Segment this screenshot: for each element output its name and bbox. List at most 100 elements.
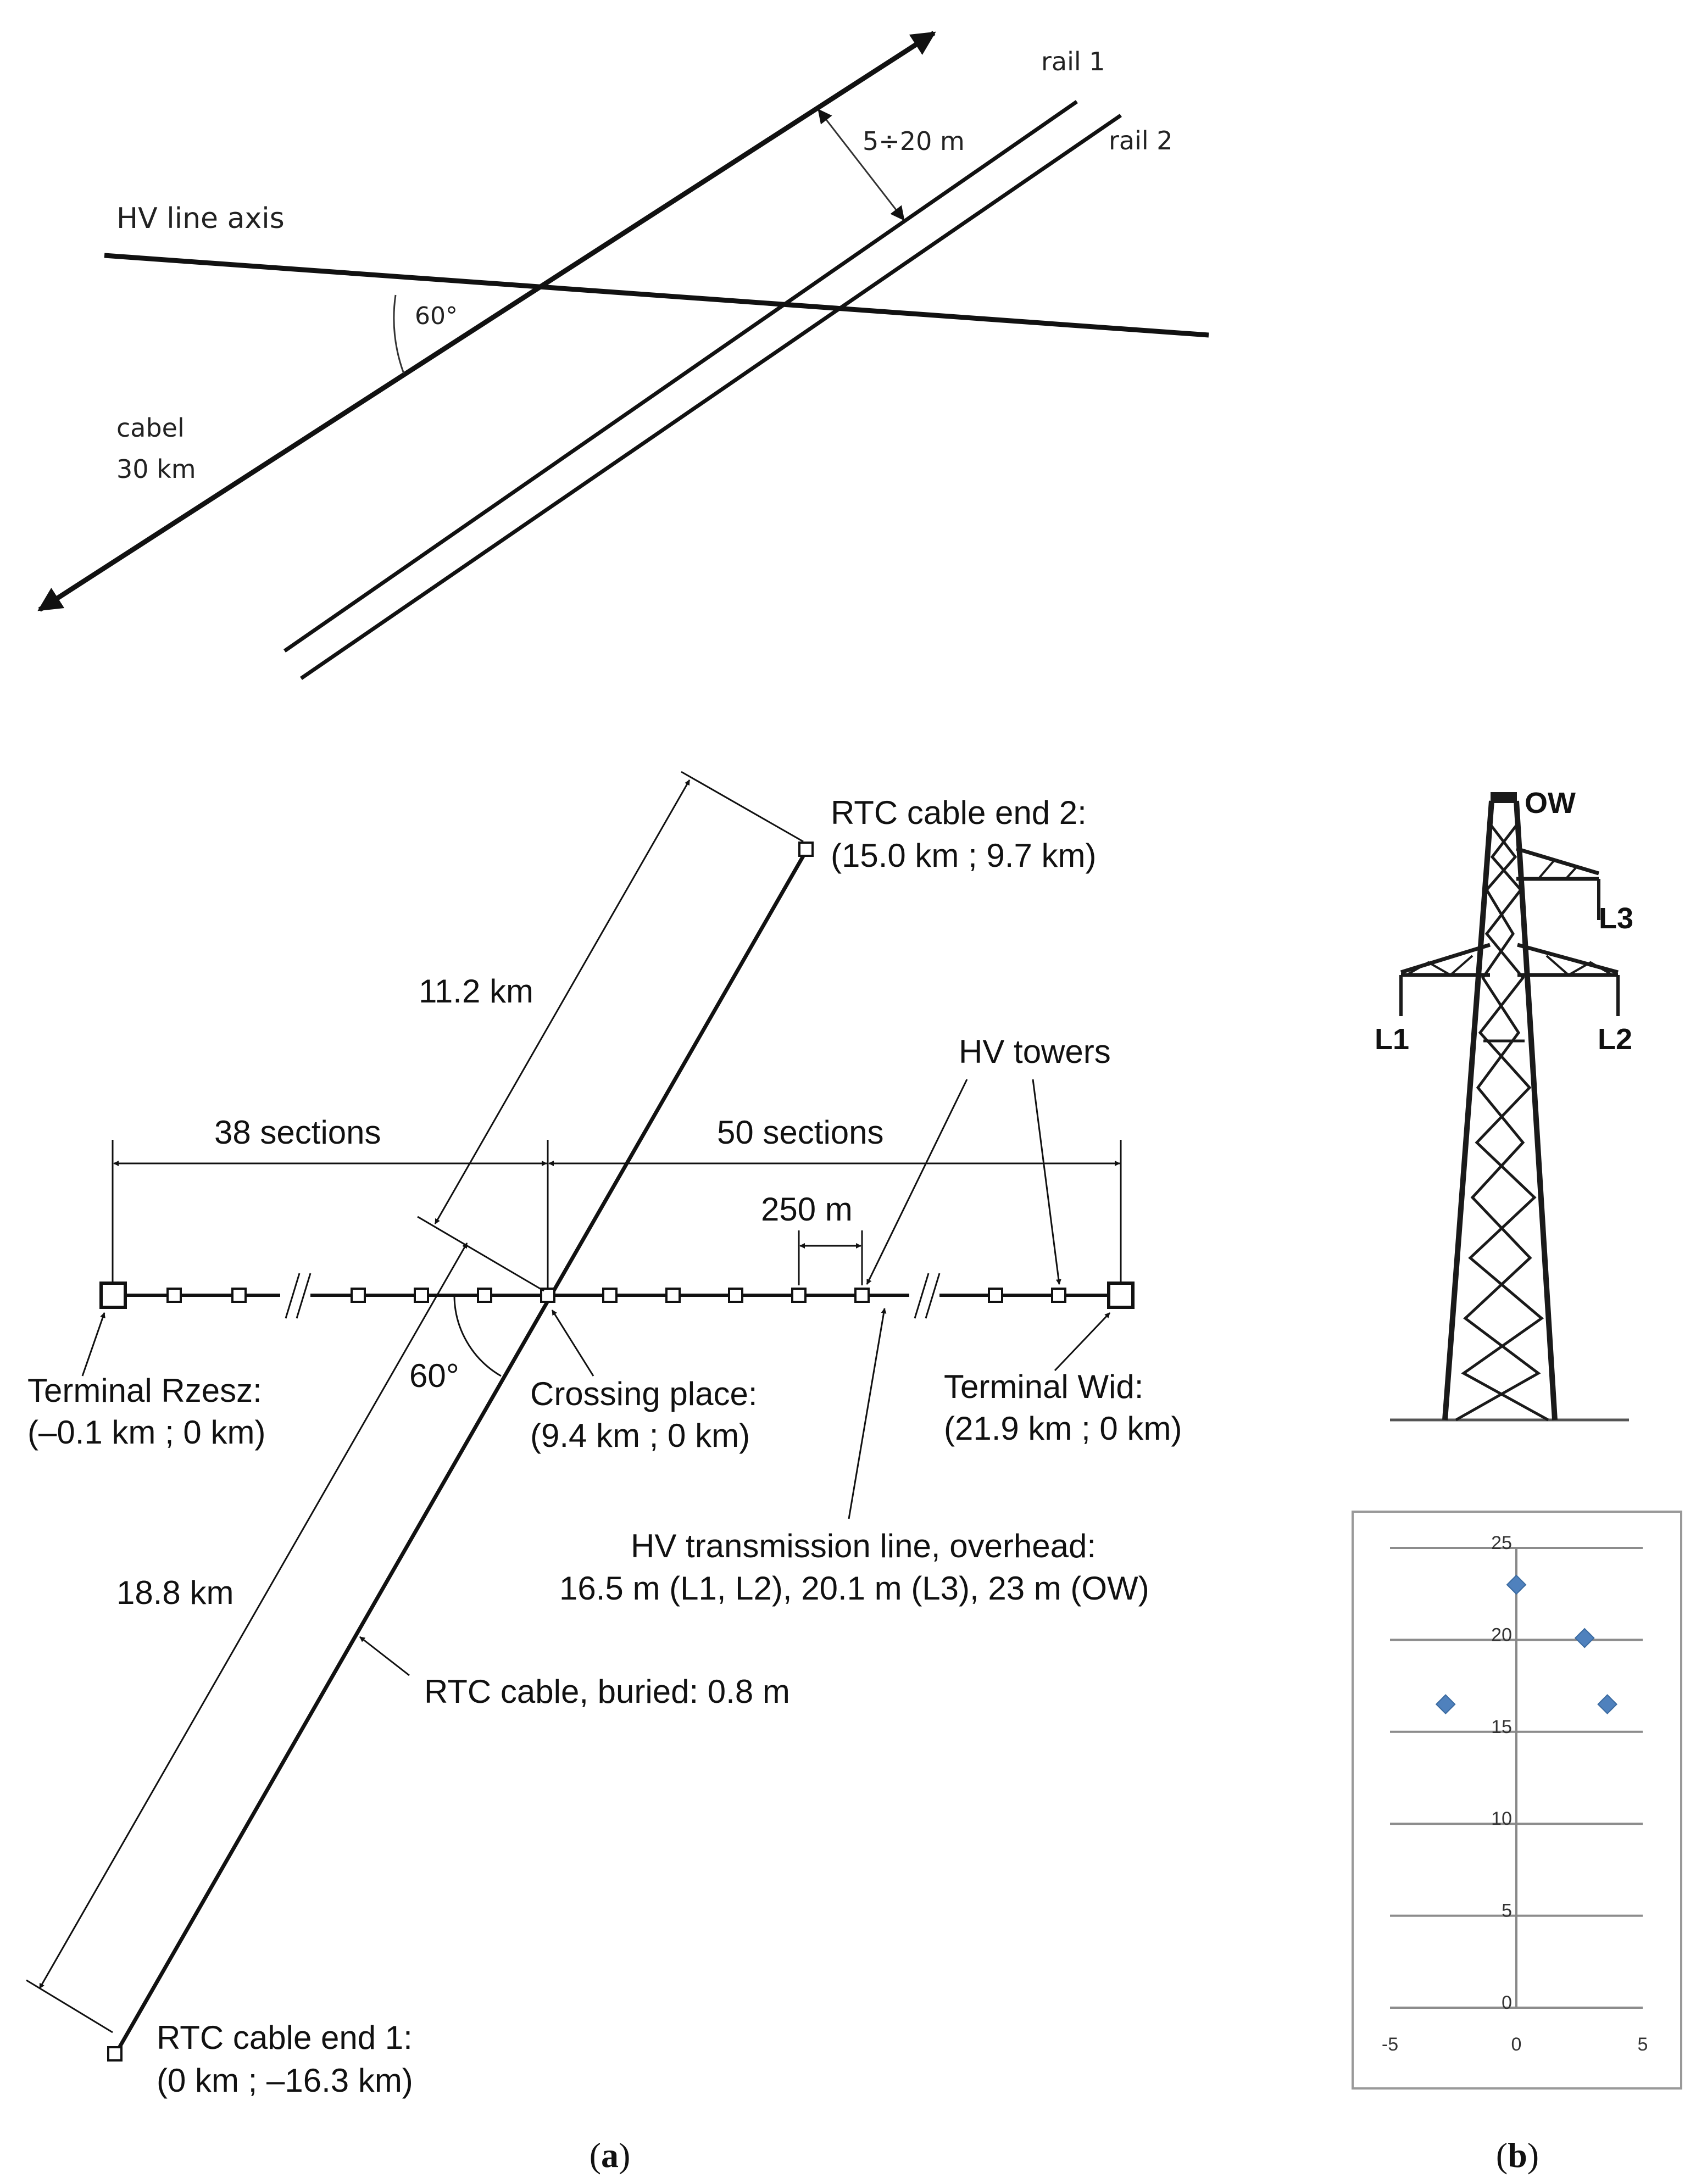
panel-a: RTC cable end 2: (15.0 km ; 9.7 km) 11.2… — [26, 771, 1182, 2175]
hv-line-axis-label: HV line axis — [116, 202, 285, 235]
rtc-cable-end-1-coords: (0 km ; –16.3 km) — [157, 2062, 413, 2099]
hv-tower-marker — [351, 1288, 366, 1303]
extension-line — [681, 771, 804, 843]
chart-y-tick-label: 25 — [1491, 1533, 1512, 1553]
chart-y-tick-label: 5 — [1502, 1901, 1512, 1921]
rtc-cable-end-1-marker — [107, 2046, 123, 2062]
chart-y-tick-label: 20 — [1491, 1624, 1512, 1645]
tower-lattice-left — [1455, 823, 1541, 1422]
hv-towers-leader — [866, 1079, 968, 1285]
tower-arm-lower-left — [1400, 943, 1491, 974]
chart-point — [1506, 1574, 1527, 1595]
distance-label: 5÷20 m — [863, 126, 965, 156]
hv-tower-marker — [791, 1288, 807, 1303]
hv-line-leader — [848, 1308, 887, 1519]
tower-top — [1491, 792, 1517, 803]
terminal-wid-leader — [1054, 1312, 1111, 1372]
l1-label: L1 — [1375, 1023, 1409, 1056]
l3-label: L3 — [1599, 902, 1633, 935]
panel-a-caption: (a) — [590, 2136, 631, 2175]
tower-leg — [1442, 800, 1494, 1420]
hv-tower-marker — [602, 1288, 618, 1303]
tower-arm-upper-brace — [1537, 859, 1556, 880]
extension-line — [417, 1216, 544, 1292]
tower-arm-brace — [1406, 955, 1474, 977]
distance-arrow — [818, 108, 905, 221]
hv-towers-label: HV towers — [959, 1033, 1111, 1070]
dimension-18-8-km-label: 18.8 km — [116, 1574, 233, 1611]
rail-2 — [300, 114, 1122, 680]
chart-point — [1574, 1628, 1595, 1648]
angle-arc-60 — [453, 1295, 502, 1377]
crossing-place-coords: (9.4 km ; 0 km) — [530, 1417, 750, 1454]
panel-b-caption: (b) — [1496, 2136, 1539, 2175]
hv-tower-marker — [988, 1288, 1003, 1303]
cable-line — [37, 31, 936, 612]
terminal-rzesz-marker — [99, 1282, 127, 1309]
angle-label: 60° — [415, 302, 458, 330]
chart-y-tick-label: 0 — [1502, 1992, 1512, 2013]
rtc-cable-end-1-title: RTC cable end 1: — [157, 2019, 413, 2056]
chart-y-ticks: 0 5 10 15 20 25 — [1491, 1533, 1512, 2013]
panel-b-chart: 0 5 10 15 20 25 -5 0 5 — [1352, 1511, 1682, 2090]
hv-tower-marker — [854, 1288, 870, 1303]
dimension-11-2-km-label: 11.2 km — [419, 973, 533, 1010]
span-250-m-label: 250 m — [761, 1191, 853, 1228]
hv-tower-marker — [231, 1288, 247, 1303]
chart-y-tick-label: 10 — [1491, 1808, 1512, 1829]
rtc-cable-end-2-title: RTC cable end 2: — [831, 794, 1087, 831]
tower-leg — [1514, 800, 1558, 1420]
tower-lattice — [1455, 823, 1549, 1422]
panel-b-tower-labels: OW L3 L1 L2 — [1375, 787, 1633, 1056]
sections-50-label: 50 sections — [717, 1114, 884, 1151]
l2-label: L2 — [1598, 1023, 1632, 1056]
hv-tower-marker — [1051, 1288, 1066, 1303]
chart-x-tick-label: 5 — [1638, 2034, 1648, 2055]
tower-arm-upper-brace — [1565, 866, 1578, 880]
chart-point — [1435, 1694, 1456, 1714]
hv-tower-marker — [477, 1288, 492, 1303]
top-sketch: HV line axis rail 1 rail 2 5÷20 m 60° ca… — [37, 31, 1209, 680]
crossing-place-leader — [551, 1310, 594, 1377]
tower-arm-lower-right — [1517, 943, 1619, 974]
rtc-cable-buried-label: RTC cable, buried: 0.8 m — [424, 1673, 790, 1710]
chart-points — [1435, 1574, 1618, 1714]
dimension-11-2-km — [434, 779, 691, 1224]
chart-point — [1597, 1694, 1618, 1714]
panel-b-tower — [1390, 792, 1629, 1422]
break-mark — [914, 1273, 930, 1319]
tower-arm-brace — [1545, 955, 1613, 977]
terminal-rzesz-leader — [81, 1312, 105, 1377]
rtc-cable-leader — [359, 1636, 410, 1676]
hv-line-heights: 16.5 m (L1, L2), 20.1 m (L3), 23 m (OW) — [559, 1570, 1149, 1607]
chart-x-tick-label: 0 — [1511, 2034, 1522, 2055]
rail-1 — [283, 100, 1078, 653]
hv-towers-leader — [1032, 1079, 1061, 1285]
hv-tower-marker — [414, 1288, 429, 1303]
tower-lattice-right — [1461, 823, 1549, 1422]
dimension-18-8-km — [38, 1243, 468, 1989]
rtc-cable-end-2-marker — [798, 842, 814, 857]
terminal-rzesz-title: Terminal Rzesz: — [27, 1372, 262, 1409]
chart-x-tick-label: -5 — [1382, 2034, 1398, 2055]
hv-line-axis — [104, 253, 1209, 338]
cable-label: cabel — [116, 413, 185, 443]
break-mark — [925, 1273, 941, 1319]
hv-line-title: HV transmission line, overhead: — [631, 1528, 1096, 1564]
terminal-rzesz-coords: (–0.1 km ; 0 km) — [27, 1414, 265, 1451]
sections-38-label: 38 sections — [214, 1114, 381, 1151]
terminal-wid-marker — [1107, 1282, 1135, 1309]
rail-2-label: rail 2 — [1109, 126, 1173, 155]
angle-arc — [393, 294, 405, 374]
crossing-place-title: Crossing place: — [530, 1375, 758, 1412]
cable-length-label: 30 km — [116, 454, 196, 484]
hv-tower-marker — [166, 1288, 182, 1303]
hv-tower-marker — [728, 1288, 743, 1303]
rail-1-label: rail 1 — [1041, 47, 1105, 76]
terminal-wid-title: Terminal Wid: — [944, 1368, 1143, 1405]
angle-60-label: 60° — [409, 1357, 459, 1394]
chart-x-ticks: -5 0 5 — [1382, 2034, 1648, 2055]
chart-y-tick-label: 15 — [1491, 1717, 1512, 1737]
rtc-cable-end-2-coords: (15.0 km ; 9.7 km) — [831, 837, 1096, 874]
